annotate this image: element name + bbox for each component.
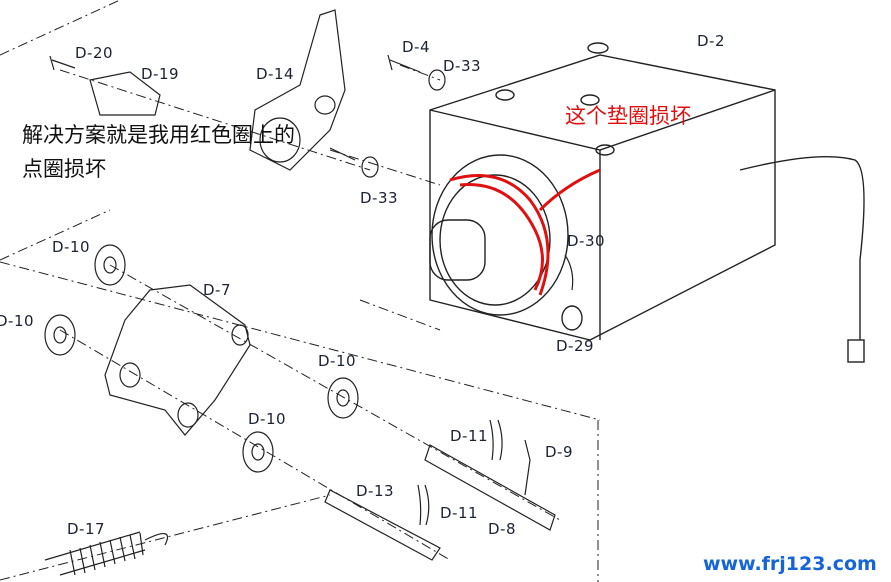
watermark: www.frj123.com (703, 553, 877, 575)
label-d2: D-2 (697, 32, 726, 50)
label-d29: D-29 (556, 337, 595, 355)
damaged-washer-note: 这个垫圈损坏 (565, 104, 691, 128)
label-d14: D-14 (256, 65, 295, 83)
label-d30: D-30 (567, 232, 606, 250)
label-d13: D-13 (356, 482, 395, 500)
label-d10-3: D-10 (318, 352, 357, 370)
label-d11-1: D-11 (450, 427, 489, 445)
solution-note-line2: 点圈损坏 (22, 157, 106, 181)
label-d33-bottom: D-33 (360, 189, 399, 207)
label-d7: D-7 (203, 281, 232, 299)
label-d4: D-4 (402, 38, 431, 56)
label-d17: D-17 (67, 520, 106, 538)
label-d20: D-20 (75, 44, 114, 62)
label-d19: D-19 (141, 65, 180, 83)
label-d10-2: D-10 (0, 312, 35, 330)
spring-coil (44, 531, 169, 576)
solution-note-line1: 解决方案就是我用红色圈上的 (22, 123, 295, 147)
solenoid-body (429, 42, 865, 363)
label-d8: D-8 (488, 520, 517, 538)
label-d10-1: D-10 (52, 238, 91, 256)
label-d33-top: D-33 (443, 57, 482, 75)
label-d9: D-9 (545, 443, 574, 461)
label-d11-2: D-11 (440, 504, 479, 522)
washers (44, 69, 446, 473)
solution-note: 解决方案就是我用红色圈上的 点圈损坏 (22, 118, 295, 186)
label-d10-4: D-10 (248, 410, 287, 428)
